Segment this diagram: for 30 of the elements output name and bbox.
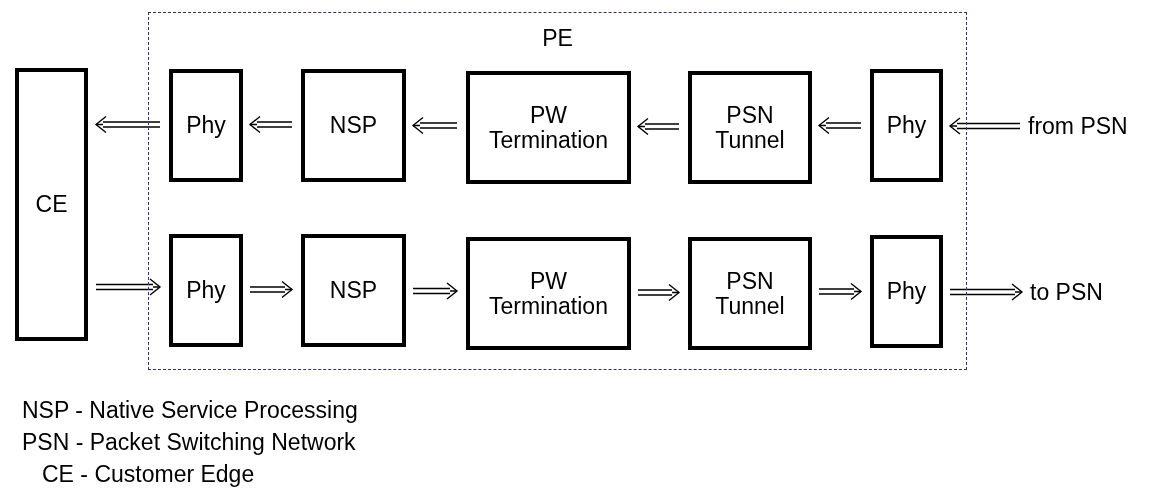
abbreviation-note: CE - Customer Edge	[42, 461, 255, 488]
process-box: PW Termination	[466, 71, 631, 184]
process-box: Phy	[169, 69, 243, 182]
double-arrow	[949, 117, 1021, 135]
process-box: PSN Tunnel	[688, 71, 812, 184]
abbreviation-note: NSP - Native Service Processing	[22, 397, 358, 424]
process-box: NSP	[301, 234, 406, 347]
process-box: NSP	[301, 69, 406, 182]
process-box: Phy	[169, 234, 243, 347]
abbreviation-note: PSN - Packet Switching Network	[22, 429, 356, 456]
process-box: PSN Tunnel	[688, 237, 812, 350]
double-arrow	[249, 115, 293, 134]
double-arrow	[637, 117, 680, 136]
double-arrow	[412, 282, 458, 300]
double-arrow	[818, 282, 862, 301]
process-box: Phy	[870, 69, 943, 182]
process-box: PW Termination	[466, 237, 631, 350]
double-arrow	[95, 115, 161, 134]
flow-label: from PSN	[1028, 110, 1153, 142]
process-box: Phy	[870, 235, 943, 348]
double-arrow	[95, 278, 161, 296]
double-arrow	[637, 283, 680, 302]
flow-label: to PSN	[1030, 276, 1125, 308]
double-arrow	[412, 116, 458, 135]
process-box: CE	[15, 68, 88, 341]
double-arrow	[949, 283, 1023, 301]
double-arrow	[249, 280, 293, 299]
double-arrow	[818, 116, 862, 135]
group-title: PE	[541, 25, 574, 52]
dashed-group-border	[148, 12, 967, 370]
